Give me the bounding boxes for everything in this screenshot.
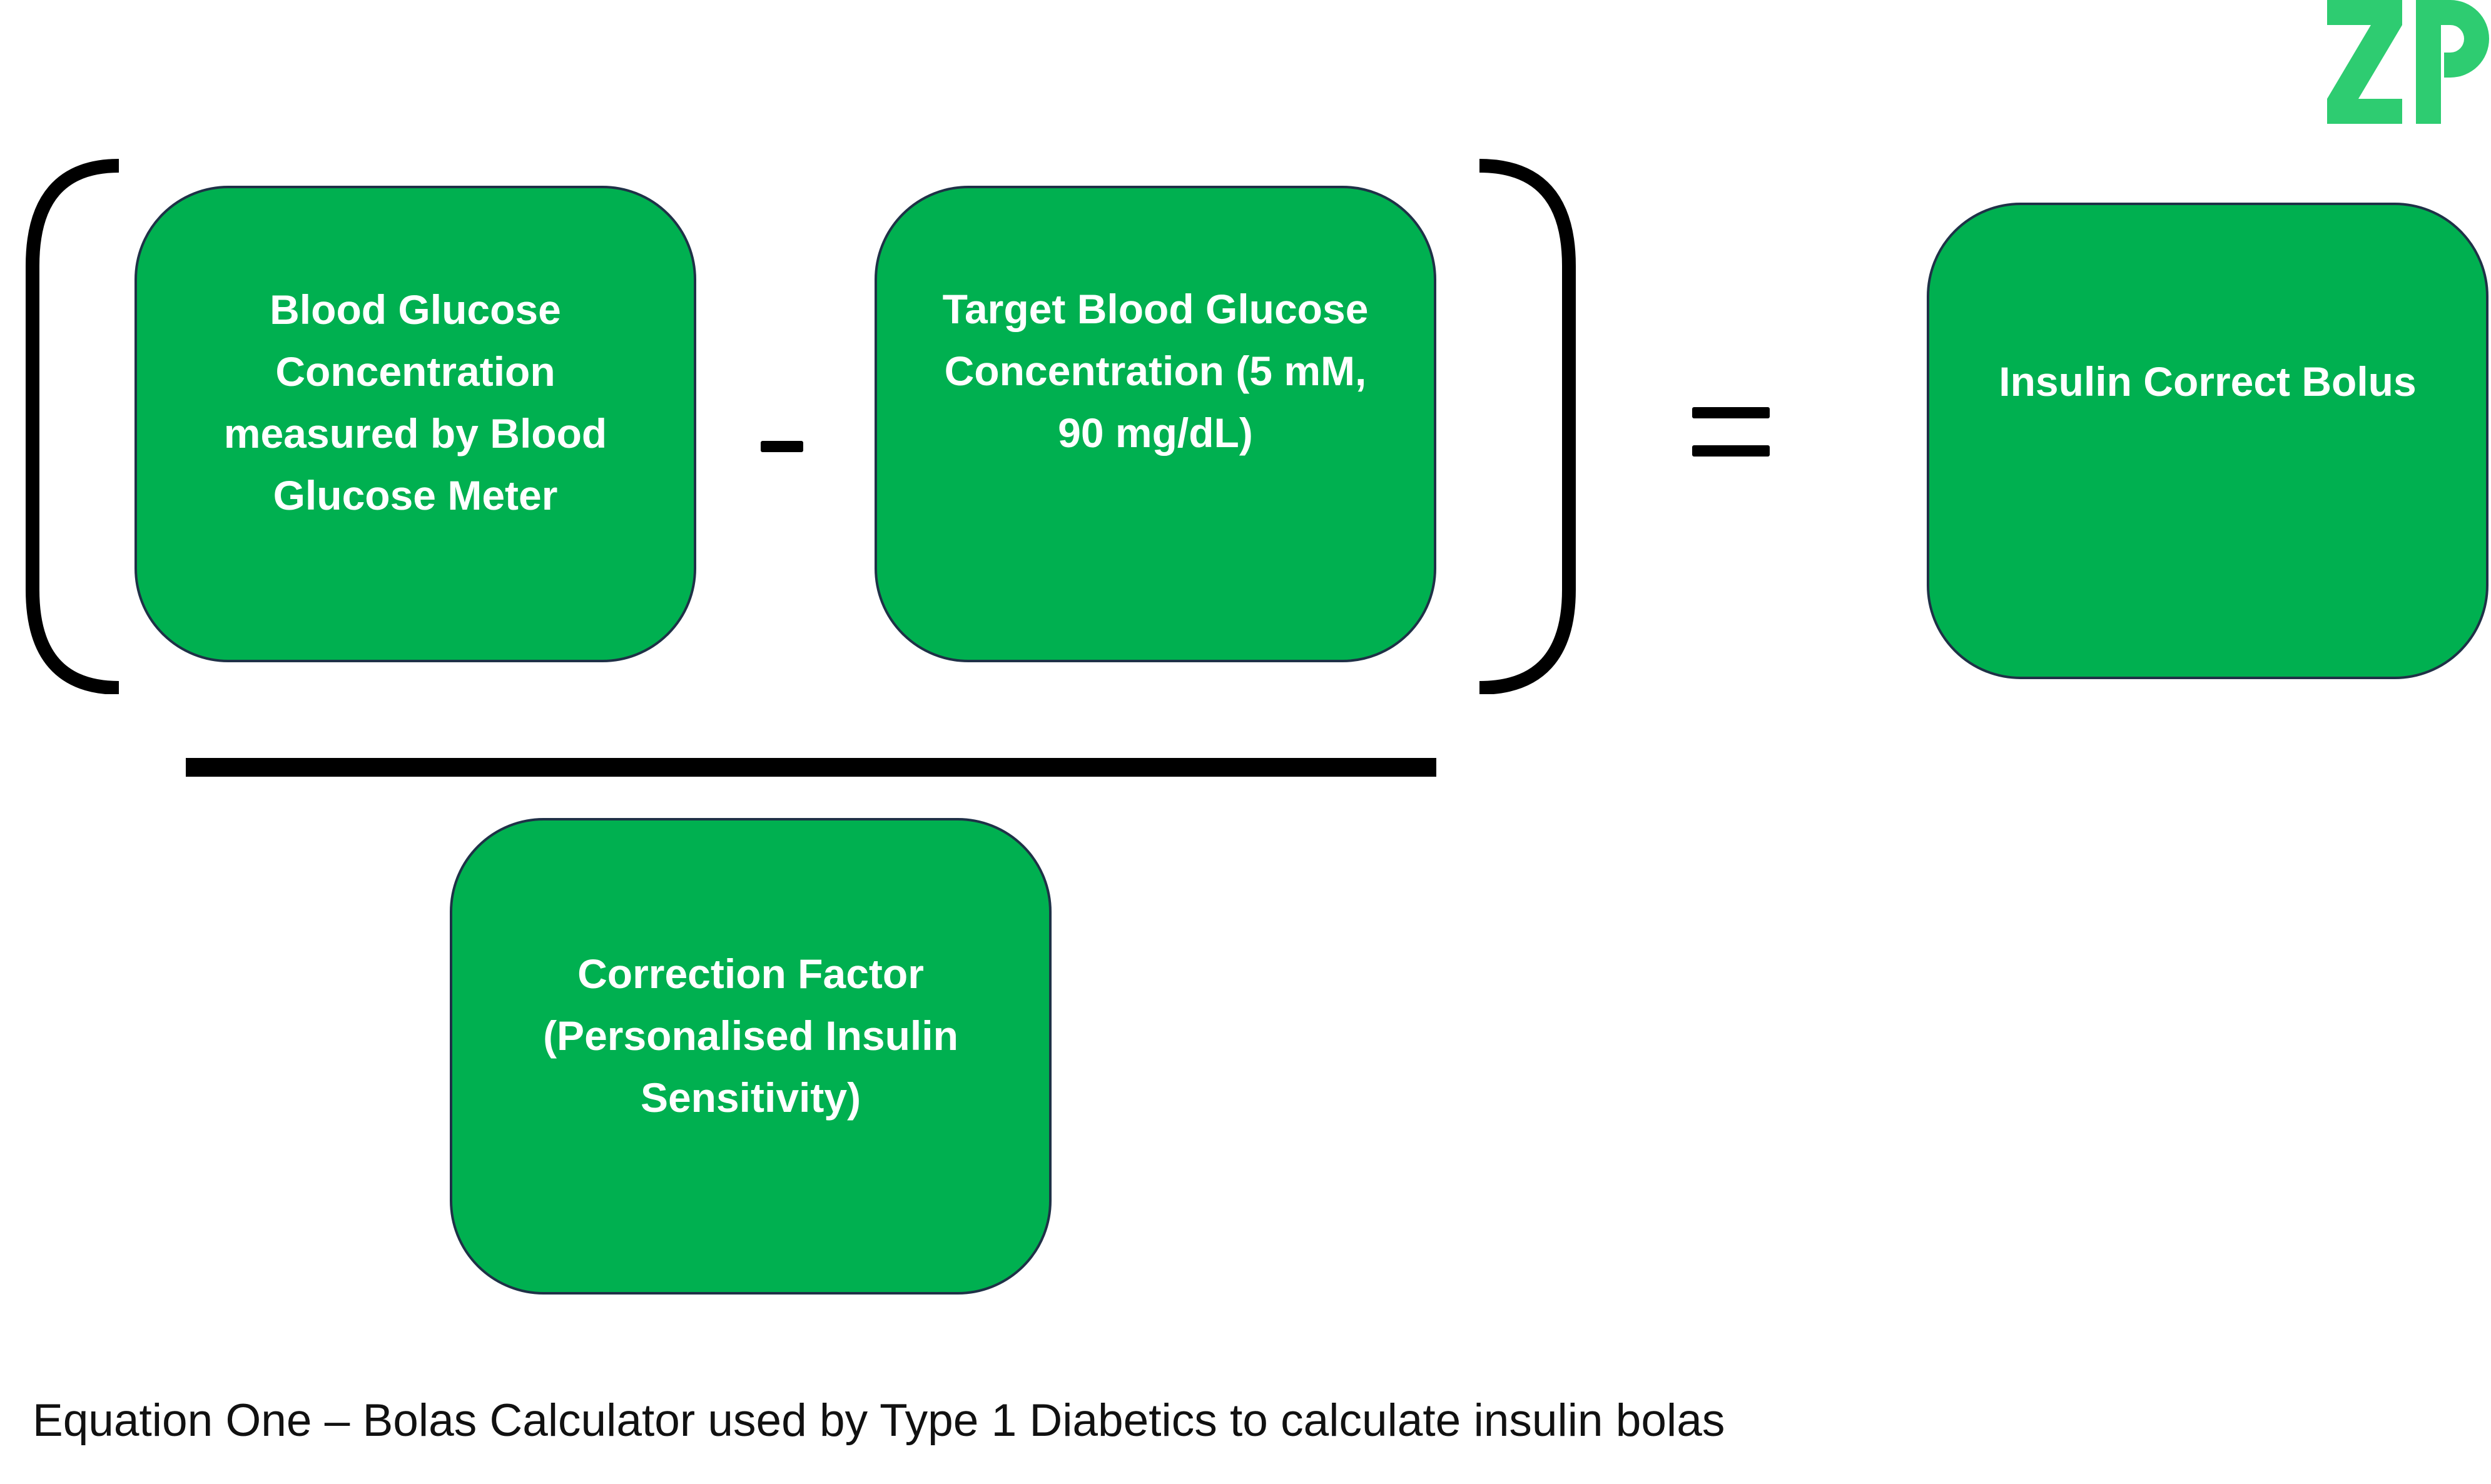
blood-glucose-box: Blood Glucose Concentration measured by … bbox=[134, 186, 696, 662]
bracket-right bbox=[1479, 159, 1576, 694]
equals-sign-top bbox=[1692, 407, 1770, 418]
target-glucose-label: Target Blood Glucose Concentration (5 mM… bbox=[942, 285, 1369, 456]
insulin-correct-bolus-label: Insulin Correct Bolus bbox=[1999, 358, 2417, 405]
target-glucose-box: Target Blood Glucose Concentration (5 mM… bbox=[875, 186, 1436, 662]
correction-factor-label: Correction Factor (Personalised Insulin … bbox=[543, 951, 958, 1121]
blood-glucose-label: Blood Glucose Concentration measured by … bbox=[223, 286, 607, 518]
fraction-bar bbox=[186, 758, 1436, 777]
bracket-left bbox=[26, 159, 119, 694]
correction-factor-box: Correction Factor (Personalised Insulin … bbox=[450, 818, 1052, 1295]
zp-logo-icon bbox=[2327, 0, 2489, 124]
equals-sign-bottom bbox=[1692, 445, 1770, 457]
figure-caption: Equation One – Bolas Calculator used by … bbox=[33, 1395, 1725, 1446]
minus-sign bbox=[761, 441, 803, 452]
insulin-correct-bolus-box: Insulin Correct Bolus bbox=[1927, 203, 2488, 679]
